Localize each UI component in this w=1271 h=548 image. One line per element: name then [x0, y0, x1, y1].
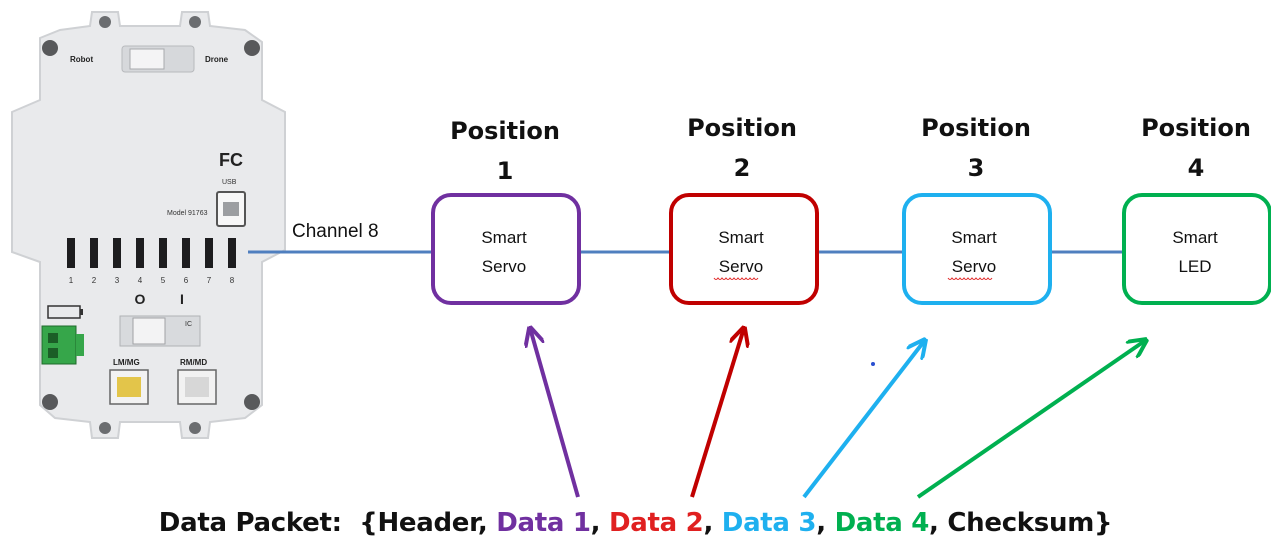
position-heading: Position — [687, 114, 797, 142]
mount-hole — [42, 394, 58, 410]
terminal-screw — [48, 333, 58, 343]
usb-label: USB — [222, 179, 237, 186]
mount-hole — [42, 40, 58, 56]
device-type-line1: Smart — [481, 228, 527, 247]
packet-data-3: Data 3 — [721, 508, 817, 538]
packet-prefix: Data Packet: — [158, 508, 342, 538]
port-number: 1 — [69, 276, 74, 285]
mode-switch-knob — [129, 48, 165, 70]
port-1 — [67, 238, 75, 268]
power-off-symbol: O — [135, 291, 146, 307]
fc-logo: FC — [219, 150, 243, 170]
battery-icon — [47, 305, 83, 319]
port-number: 8 — [230, 276, 235, 285]
device-type-line2: Servo — [719, 257, 763, 276]
position-3: Position 3 Smart Servo — [902, 114, 1052, 305]
packet-data-1: Data 1 — [496, 508, 591, 538]
port-8 — [228, 238, 236, 268]
arrow-data-4 — [916, 340, 1146, 499]
packet-data-2: Data 2 — [608, 508, 704, 538]
packet-data-4: Data 4 — [834, 508, 930, 538]
terminal-screw — [48, 348, 58, 358]
position-number: 4 — [1188, 154, 1205, 182]
port-4 — [136, 238, 144, 268]
device-type-line2: Servo — [952, 257, 996, 276]
smart-device-box — [1122, 193, 1271, 305]
stray-dot — [871, 362, 875, 366]
usb-port-inner — [223, 202, 239, 216]
lm-mg-port-inner — [117, 377, 141, 397]
packet-open-brace: { — [359, 508, 378, 538]
packet-close-brace: } — [1093, 508, 1113, 538]
mount-hole — [244, 394, 260, 410]
data-packet-line: Data Packet: {Header, Data 1, Data 2, Da… — [158, 508, 1113, 538]
device-type-line2: LED — [1178, 257, 1211, 276]
port-number: 7 — [207, 276, 212, 285]
port-number: 6 — [184, 276, 189, 285]
mount-hole — [244, 40, 260, 56]
spellcheck-underline — [713, 277, 759, 280]
port-7 — [205, 238, 213, 268]
power-switch-knob — [132, 317, 166, 345]
position-number: 2 — [734, 154, 751, 182]
position-heading: Position — [921, 114, 1031, 142]
position-1: Position 1 Smart Servo — [431, 117, 581, 305]
lm-mg-label: LM/MG — [113, 358, 140, 367]
smart-device-box — [431, 193, 581, 305]
position-number: 1 — [497, 157, 514, 185]
mount-hole — [99, 16, 111, 28]
channel-label: Channel 8 — [292, 221, 379, 242]
rm-md-label: RM/MD — [180, 358, 207, 367]
smart-device-box — [902, 193, 1052, 305]
arrow-data-2 — [690, 328, 744, 498]
port-5 — [159, 238, 167, 268]
spellcheck-underline — [947, 277, 993, 280]
port-6 — [182, 238, 190, 268]
port-3 — [113, 238, 121, 268]
position-2: Position 2 Smart Servo — [669, 114, 819, 305]
port-2 — [90, 238, 98, 268]
rm-md-port-inner — [185, 377, 209, 397]
mount-hole — [99, 422, 111, 434]
port-number: 2 — [92, 276, 97, 285]
device-type-line1: Smart — [718, 228, 764, 247]
regulatory-text: IC — [185, 321, 192, 328]
device-type-line1: Smart — [1172, 228, 1218, 247]
controller-device: Robot Drone FC USB Model 91763 1 2 3 4 5… — [11, 11, 286, 439]
port-number: 5 — [161, 276, 166, 285]
port-number: 4 — [138, 276, 143, 285]
controller-body — [11, 11, 286, 439]
mount-hole — [189, 16, 201, 28]
arrow-data-3 — [802, 340, 925, 499]
position-heading: Position — [1141, 114, 1251, 142]
device-type-line1: Smart — [951, 228, 997, 247]
port-numbers: 1 2 3 4 5 6 7 8 — [69, 276, 235, 285]
battery-terminal — [41, 325, 77, 365]
switch-right-label: Drone — [205, 55, 229, 64]
position-heading: Position — [450, 117, 560, 145]
port-header-row — [67, 238, 236, 268]
mount-hole — [189, 422, 201, 434]
terminal-tab — [76, 334, 84, 356]
switch-left-label: Robot — [70, 55, 93, 64]
packet-header: Header — [377, 508, 478, 538]
power-on-symbol: I — [180, 291, 184, 307]
arrow-data-1 — [530, 328, 580, 498]
device-type-line2: Servo — [482, 257, 526, 276]
position-4: Position 4 Smart LED — [1122, 114, 1271, 305]
packet-checksum: Checksum — [947, 508, 1094, 538]
port-number: 3 — [115, 276, 120, 285]
model-label: Model 91763 — [167, 210, 208, 217]
smart-device-box — [669, 193, 819, 305]
position-number: 3 — [968, 154, 985, 182]
